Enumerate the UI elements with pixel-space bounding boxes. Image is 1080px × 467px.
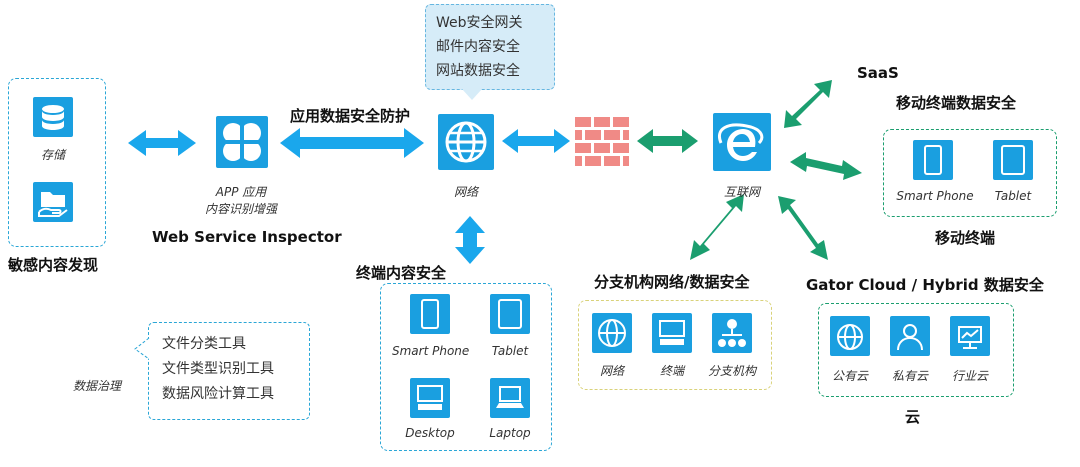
callout-line-website: 网站数据安全 (436, 63, 520, 79)
database-icon (33, 97, 73, 137)
arrow-internet-cloud (778, 196, 828, 260)
branch-terminal-icon (652, 313, 692, 353)
callout-line-web-gateway: Web安全网关 (436, 15, 523, 31)
endpoint-security-title: 终端内容安全 (356, 264, 447, 282)
cloud-box (818, 303, 1014, 397)
desktop-icon (410, 378, 450, 418)
globe-icon (438, 114, 494, 170)
arrow-storage-app (128, 130, 196, 156)
cloud-subtitle: 云 (905, 408, 921, 426)
arrow-network-endpoint (455, 216, 485, 264)
private-cloud-label: 私有云 (891, 369, 928, 383)
branch-box (578, 300, 772, 390)
internet-label: 互联网 (723, 185, 760, 199)
mobile-tablet-label: Tablet (994, 189, 1032, 203)
private-cloud-icon (890, 316, 930, 356)
mobile-smartphone-icon (913, 140, 953, 180)
arrow-internet-mobile (790, 152, 862, 180)
branch-org-label: 分支机构 (707, 364, 756, 378)
saas-label: SaaS (857, 64, 899, 82)
shared-folder-icon (33, 182, 73, 222)
app-windmill-icon (216, 116, 268, 168)
sensitive-discovery-box (8, 78, 106, 247)
industry-cloud-icon (950, 316, 990, 356)
mobile-smartphone-label: Smart Phone (896, 189, 974, 203)
smartphone-icon (410, 294, 450, 334)
tool-file-classification: 文件分类工具 (162, 336, 246, 352)
arrow-firewall-internet (637, 129, 698, 153)
arrow-internet-branch (690, 194, 744, 260)
mobile-security-title: 移动终端数据安全 (896, 94, 1017, 112)
network-callout: Web安全网关 邮件内容安全 网站数据安全 (425, 4, 555, 90)
governance-tools-list: 文件分类工具 文件类型识别工具 数据风险计算工具 (162, 332, 274, 407)
mobile-subtitle: 移动终端 (935, 229, 996, 247)
tool-data-risk-calculation: 数据风险计算工具 (162, 386, 274, 402)
endpoint-devices-box (380, 283, 552, 451)
smartphone-label: Smart Phone (392, 344, 470, 358)
mobile-tablet-icon (993, 140, 1033, 180)
arrow-network-firewall (502, 129, 570, 153)
arrow-app-network (280, 128, 424, 158)
governance-pointer (134, 338, 150, 360)
firewall-icon (575, 117, 629, 166)
public-cloud-icon (830, 316, 870, 356)
public-cloud-label: 公有云 (831, 369, 868, 383)
desktop-label: Desktop (405, 426, 455, 440)
app-label: APP 应用 (215, 185, 267, 199)
sensitive-discovery-title: 敏感内容发现 (8, 256, 99, 274)
branch-terminal-label: 终端 (659, 364, 684, 378)
data-governance-label: 数据治理 (72, 379, 121, 393)
tablet-icon (490, 294, 530, 334)
app-data-protection-label: 应用数据安全防护 (290, 107, 411, 125)
governance-tools-box (148, 322, 310, 420)
cloud-security-title: Gator Cloud / Hybrid 数据安全 (806, 276, 1044, 294)
arrow-internet-saas (784, 80, 832, 128)
branch-security-title: 分支机构网络/数据安全 (594, 273, 750, 291)
industry-cloud-label: 行业云 (951, 369, 988, 383)
app-enhance-label: 内容识别增强 (204, 202, 277, 216)
web-service-inspector-title: Web Service Inspector (152, 228, 342, 246)
branch-network-label: 网络 (599, 364, 624, 378)
branch-network-icon (592, 313, 632, 353)
network-label: 网络 (453, 185, 478, 199)
mobile-devices-box (883, 129, 1057, 217)
tool-file-type-identification: 文件类型识别工具 (162, 361, 274, 377)
callout-pointer (462, 89, 482, 100)
tablet-label: Tablet (491, 344, 529, 358)
laptop-label: Laptop (489, 426, 531, 440)
laptop-icon (490, 378, 530, 418)
internet-explorer-icon (713, 113, 771, 171)
storage-label: 存储 (40, 148, 65, 162)
callout-line-email: 邮件内容安全 (436, 39, 520, 55)
org-chart-icon (712, 313, 752, 353)
